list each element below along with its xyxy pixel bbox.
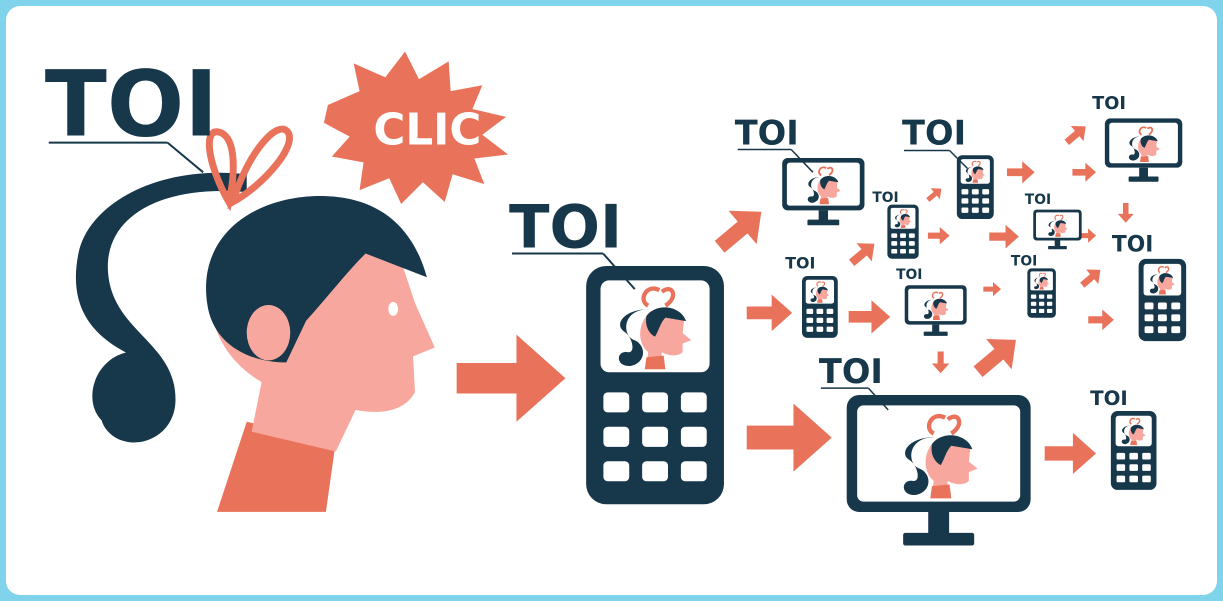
phone-mid-left (802, 276, 838, 338)
diagram-canvas: TOI CLIC TOI TOI TOI TOI TOI TOI (45, 51, 1217, 595)
label-toi-phone: TOI (509, 194, 622, 263)
monitor-big-bottom (847, 395, 1031, 545)
monitor-top (782, 158, 864, 225)
monitor-mid (905, 285, 967, 336)
phone-small-right (1027, 268, 1056, 317)
label-toi-phone-top-small: TOI (872, 190, 898, 206)
label-toi-phone-right: TOI (1112, 232, 1153, 257)
label-toi-phone-small-right: TOI (1011, 253, 1037, 269)
label-toi-monitor-top-right: TOI (1092, 93, 1126, 114)
phone-bottom-right (1111, 411, 1157, 490)
big-phone (586, 266, 724, 504)
label-toi-monitor-top: TOI (735, 114, 799, 153)
phone-top-small (887, 205, 918, 259)
clic-text: CLIC (373, 106, 481, 156)
label-toi-phone-mid-left: TOI (785, 253, 815, 272)
arrow-to-phone-bottom-right (1044, 432, 1097, 475)
label-toi-monitor-small-right: TOI (1025, 192, 1051, 208)
label-pointer (166, 141, 204, 174)
monitor-small-right (1033, 210, 1081, 250)
arrow-to-phone (456, 334, 566, 422)
label-toi-monitor-big: TOI (819, 352, 883, 391)
arrow-phone-right (746, 294, 793, 332)
label-toi-phone-bottom-right: TOI (1090, 387, 1128, 410)
main-girl-illustration (75, 125, 435, 512)
arrow-phone-lower (746, 403, 832, 472)
clic-burst (323, 51, 509, 204)
phone-top-center (957, 155, 994, 219)
label-toi-main: TOI (45, 52, 218, 158)
label-toi-phone-top-center: TOI (902, 114, 966, 153)
arrow-mid-1 (848, 300, 891, 334)
monitor-top-right (1105, 118, 1182, 181)
label-toi-monitor-mid: TOI (896, 267, 922, 283)
diagram-frame: TOI CLIC TOI TOI TOI TOI TOI TOI (6, 6, 1217, 595)
phone-right (1139, 259, 1187, 341)
arrow-phone-upright (705, 195, 776, 264)
